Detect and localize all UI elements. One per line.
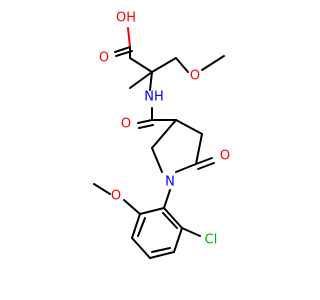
lactam-co-2	[197, 162, 215, 170]
aryl-bond-4	[149, 251, 175, 259]
atom-label-chlorine: Cl	[205, 233, 218, 248]
bond-cooh-co-2	[115, 50, 133, 57]
molecule-structure: OH O O NH O N O O Cl	[0, 0, 300, 300]
ring-bond-5	[151, 147, 163, 173]
amide-group	[137, 107, 177, 129]
bond-c-cquat	[129, 57, 153, 73]
atom-label-amide-o: O	[121, 117, 131, 132]
lactam-co-1	[195, 157, 213, 165]
aryl-inner-1	[137, 217, 146, 237]
bond-o-ch3	[201, 55, 225, 71]
atom-label-ether-o: O	[190, 69, 200, 84]
aryl-inner-2	[151, 247, 171, 253]
background	[0, 0, 300, 300]
quaternary-center	[129, 55, 225, 91]
aryl-inner-3	[162, 212, 178, 229]
atom-label-lactam-o: O	[220, 149, 230, 164]
atom-label-acid-carbonyl-o: O	[99, 51, 109, 66]
bond-o-methyl	[93, 183, 111, 195]
aryl-methoxy-group	[93, 183, 141, 215]
bond-amide-co-1	[137, 119, 153, 124]
aryl-bond-1	[139, 207, 165, 215]
carboxylic-acid-group	[114, 27, 153, 73]
bond-cooh-oh	[127, 27, 131, 48]
bond-c-nh	[149, 71, 153, 91]
aryl-bond-2	[131, 213, 141, 239]
bond-methyl	[129, 71, 153, 89]
bond-cooh-co-1	[114, 46, 131, 53]
bond-aryl-cl	[181, 227, 201, 237]
bond-ch2-o	[175, 57, 189, 73]
bond-n-aryl	[163, 189, 171, 209]
atom-label-aryl-methoxy-o: O	[111, 189, 121, 204]
atom-label-amide-nh: NH	[144, 90, 164, 105]
bond-aryl-o	[123, 199, 141, 215]
ring-bond-4	[151, 119, 177, 149]
ring-bond-3	[175, 163, 197, 173]
aryl-bond-3	[131, 237, 151, 259]
atom-label-ring-n: N	[165, 175, 175, 190]
bond-ch2	[151, 57, 177, 73]
ring-bond-1	[175, 119, 203, 135]
aromatic-ring	[131, 189, 183, 259]
ring-bond-2	[195, 133, 203, 165]
atom-label-acid-oh: OH	[116, 11, 136, 26]
bond-amide-co-2	[138, 124, 154, 129]
aryl-bond-5	[173, 227, 183, 253]
aryl-bond-6	[163, 207, 183, 229]
pyrrolidinone-ring	[151, 119, 215, 173]
